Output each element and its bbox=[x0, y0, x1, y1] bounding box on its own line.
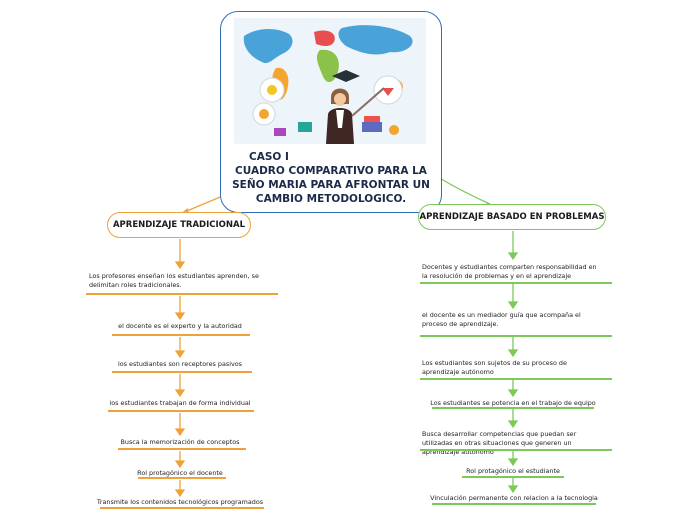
right-item-3-underline bbox=[420, 378, 612, 380]
right-item-4-underline bbox=[432, 407, 594, 409]
left-item-7-underline bbox=[100, 507, 264, 509]
branch-aprendizaje-basado-en-problemas[interactable]: APRENDIZAJE BASADO EN PROBLEMAS bbox=[418, 204, 606, 230]
right-item-7-underline bbox=[432, 503, 596, 505]
central-topic[interactable]: CASO I CUADRO COMPARATIVO PARA LA SEÑO M… bbox=[220, 11, 442, 213]
case-label: CASO I bbox=[249, 151, 289, 163]
right-item-5[interactable]: Busca desarrollar competencias que pueda… bbox=[422, 430, 577, 456]
right-item-6-underline bbox=[462, 476, 564, 478]
right-item-1[interactable]: Docentes y estudiantes comparten respons… bbox=[422, 263, 597, 280]
right-item-5-underline bbox=[420, 449, 612, 451]
right-item-2-underline bbox=[420, 335, 612, 337]
left-item-3-underline bbox=[112, 371, 252, 373]
left-item-6-underline bbox=[138, 477, 226, 479]
right-item-6[interactable]: Rol protagónico el estudiante bbox=[466, 467, 560, 475]
right-item-7[interactable]: Vinculación permanente con relacion a la… bbox=[430, 494, 598, 502]
left-item-6[interactable]: Rol protagónico el docente bbox=[137, 469, 223, 477]
left-item-5[interactable]: Busca la memorización de conceptos bbox=[120, 438, 240, 446]
left-item-3[interactable]: los estudiantes son receptores pasivos bbox=[118, 360, 242, 368]
right-item-4[interactable]: Los estudiantes se potencia en el trabaj… bbox=[430, 399, 596, 407]
left-item-4[interactable]: los estudiantes trabajan de forma indivi… bbox=[109, 399, 251, 407]
teacher-world-map-illustration bbox=[234, 18, 426, 144]
central-title-text: CUADRO COMPARATIVO PARA LA SEÑO MARIA PA… bbox=[232, 165, 430, 205]
right-item-3[interactable]: Los estudiantes son sujetos de su proces… bbox=[422, 359, 567, 376]
right-item-1-underline bbox=[420, 282, 612, 284]
left-item-1-underline bbox=[86, 293, 278, 295]
left-item-4-underline bbox=[108, 410, 254, 412]
branch-aprendizaje-tradicional[interactable]: APRENDIZAJE TRADICIONAL bbox=[107, 212, 251, 238]
central-title: CASO I CUADRO COMPARATIVO PARA LA SEÑO M… bbox=[221, 150, 441, 206]
right-item-2[interactable]: el docente es un mediador guía que acomp… bbox=[422, 311, 581, 328]
left-item-2-underline bbox=[112, 334, 250, 336]
left-item-1[interactable]: Los profesores enseñan los estudiantes a… bbox=[89, 272, 259, 289]
left-item-7[interactable]: Transmite los contenidos tecnológicos pr… bbox=[96, 498, 264, 506]
left-item-2[interactable]: el docente es el experto y la autoridad bbox=[118, 322, 242, 330]
left-item-5-underline bbox=[118, 448, 246, 450]
